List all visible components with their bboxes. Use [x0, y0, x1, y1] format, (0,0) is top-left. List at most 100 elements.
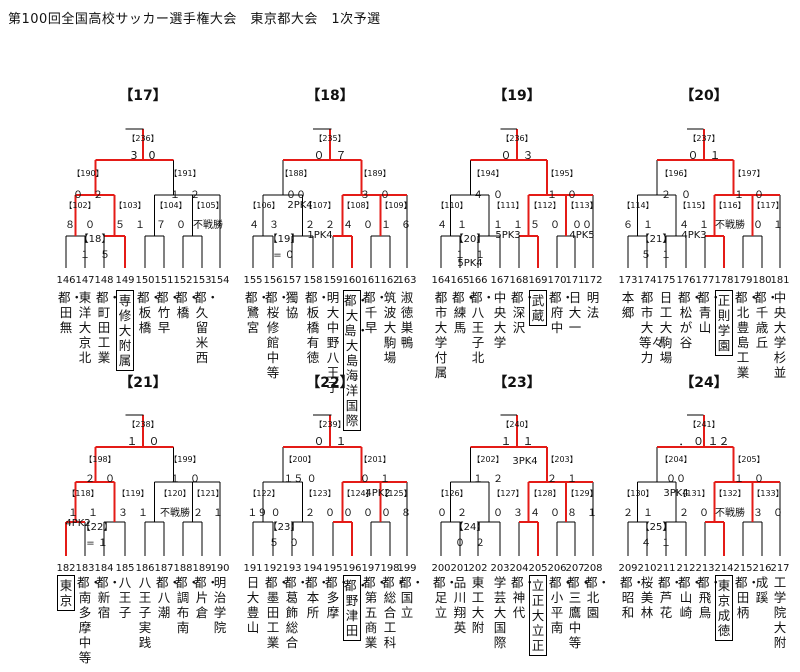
final-code: 【235】	[314, 134, 346, 143]
team-name: 都・大島・大島海洋国際	[343, 290, 369, 431]
team-name: 都・千歳丘	[754, 290, 780, 350]
score-note: ２ ０	[661, 190, 691, 201]
block-label: 【23】	[493, 375, 541, 391]
seed-number: 191	[243, 563, 263, 574]
score-note: ３ ０	[360, 190, 390, 201]
score-note: ８ １	[567, 508, 597, 519]
final-score: ０ １	[687, 149, 721, 162]
score-note: 1PK4	[307, 230, 333, 241]
team-name: 都・多摩	[325, 575, 351, 620]
seed-number: 162	[380, 275, 400, 286]
team-name: 都・千早	[363, 290, 389, 335]
score-note: 【105】	[192, 201, 224, 210]
team-name: 都・鷺宮	[245, 290, 271, 335]
score-note: ５ １	[641, 250, 671, 261]
seed-number: 202	[468, 563, 488, 574]
team-name: 都・府中	[549, 290, 575, 335]
team-name: 都・本所	[305, 575, 331, 620]
score-note: ４ １	[641, 538, 671, 549]
score-note: 【121】	[192, 489, 224, 498]
score-note: 【197】	[733, 169, 765, 178]
team-name: 都・八潮	[156, 575, 182, 620]
team-name: 都・芦花	[658, 575, 684, 620]
final-score: １ １	[500, 435, 534, 448]
team-name: 明法	[586, 290, 600, 320]
score-note: ６ １	[623, 220, 653, 231]
score-note: ５ ０	[530, 220, 560, 231]
seed-number: 151	[154, 275, 174, 286]
score-note: 3PK4	[663, 488, 689, 499]
score-note: 4PK3	[681, 230, 707, 241]
score-note: 【198】	[84, 455, 116, 464]
score-note: 【108】	[342, 201, 374, 210]
seed-number: 209	[618, 563, 638, 574]
seed-number: 212	[676, 563, 696, 574]
seed-number: 165	[450, 275, 470, 286]
seed-number: 193	[282, 563, 302, 574]
seed-number: 179	[733, 275, 753, 286]
score-note: １ ０	[734, 474, 764, 485]
score-note: 【114】	[622, 201, 654, 210]
team-name: 正則学園	[715, 290, 733, 356]
score-note: ０ １	[753, 220, 783, 231]
seed-number: 157	[282, 275, 302, 286]
score-note: 【188】	[280, 169, 312, 178]
final-score: ０ ７	[313, 149, 347, 162]
score-note: 【112】	[529, 201, 561, 210]
score-note: 4PK2	[65, 518, 91, 529]
seed-number: 150	[135, 275, 155, 286]
team-name: 品川翔英	[453, 575, 467, 635]
score-note: 【21】	[639, 234, 673, 245]
team-name: 明大中野八王子	[326, 290, 340, 395]
score-note: ２ ０	[679, 508, 709, 519]
team-name: 都・野津田	[343, 575, 369, 641]
team-name: 工学院大附	[773, 575, 787, 650]
seed-number: 158	[303, 275, 323, 286]
score-note: 5PK3	[495, 230, 521, 241]
final-code: 【236】	[501, 134, 533, 143]
score-note: １ ２	[170, 190, 200, 201]
team-name: 都・田柄	[735, 575, 761, 620]
team-name: 都・北豊島工業	[735, 290, 761, 380]
score-note: ００	[286, 190, 306, 201]
score-note: 【190】	[72, 169, 104, 178]
team-name: 都・桜修館中等	[265, 290, 291, 380]
team-name: 学芸大国際	[493, 575, 507, 650]
score-note: = ０	[273, 250, 295, 261]
team-name: 東洋大京北	[78, 290, 92, 365]
page-title: 第100回全国高校サッカー選手権大会 東京都大会 1次予選	[8, 12, 381, 27]
seed-number: 178	[714, 275, 734, 286]
score-note: １ ０	[170, 474, 200, 485]
score-note: 【25】	[639, 522, 673, 533]
score-note: 【117】	[752, 201, 784, 210]
score-note: ４ ０	[530, 508, 560, 519]
score-note: 【113】	[566, 201, 598, 210]
score-note: 【205】	[733, 455, 765, 464]
seed-number: 204	[509, 563, 529, 574]
score-note: ４ １	[679, 220, 709, 231]
team-name: 八王子	[118, 575, 132, 620]
score-note: = １	[86, 538, 108, 549]
final-code: 【238】	[127, 420, 159, 429]
block-label: 【17】	[119, 88, 167, 104]
score-note: 不戦勝	[715, 508, 745, 519]
score-note: 【24】	[453, 522, 487, 533]
score-note: 4PK5	[569, 230, 595, 241]
team-name: 都市大等々力	[639, 290, 665, 365]
team-name: 都・松が谷	[678, 290, 704, 350]
team-name: 桜美林	[640, 575, 654, 620]
score-note: 【129】	[566, 489, 598, 498]
team-name: 都・墨田工業	[265, 575, 291, 650]
team-name: 都・北園	[585, 575, 611, 620]
team-name: 日大一	[568, 290, 582, 335]
seed-number: 192	[263, 563, 283, 574]
block-label: 【21】	[119, 375, 167, 391]
seed-number: 163	[397, 275, 417, 286]
score-note: １ ６	[381, 220, 411, 231]
seed-number: 169	[528, 275, 548, 286]
score-note: ２ １	[623, 508, 653, 519]
score-note: 【110】	[436, 201, 468, 210]
team-name: 都・板橋	[137, 290, 163, 335]
block-label: 【19】	[493, 88, 541, 104]
team-name: 獨協	[285, 290, 299, 320]
